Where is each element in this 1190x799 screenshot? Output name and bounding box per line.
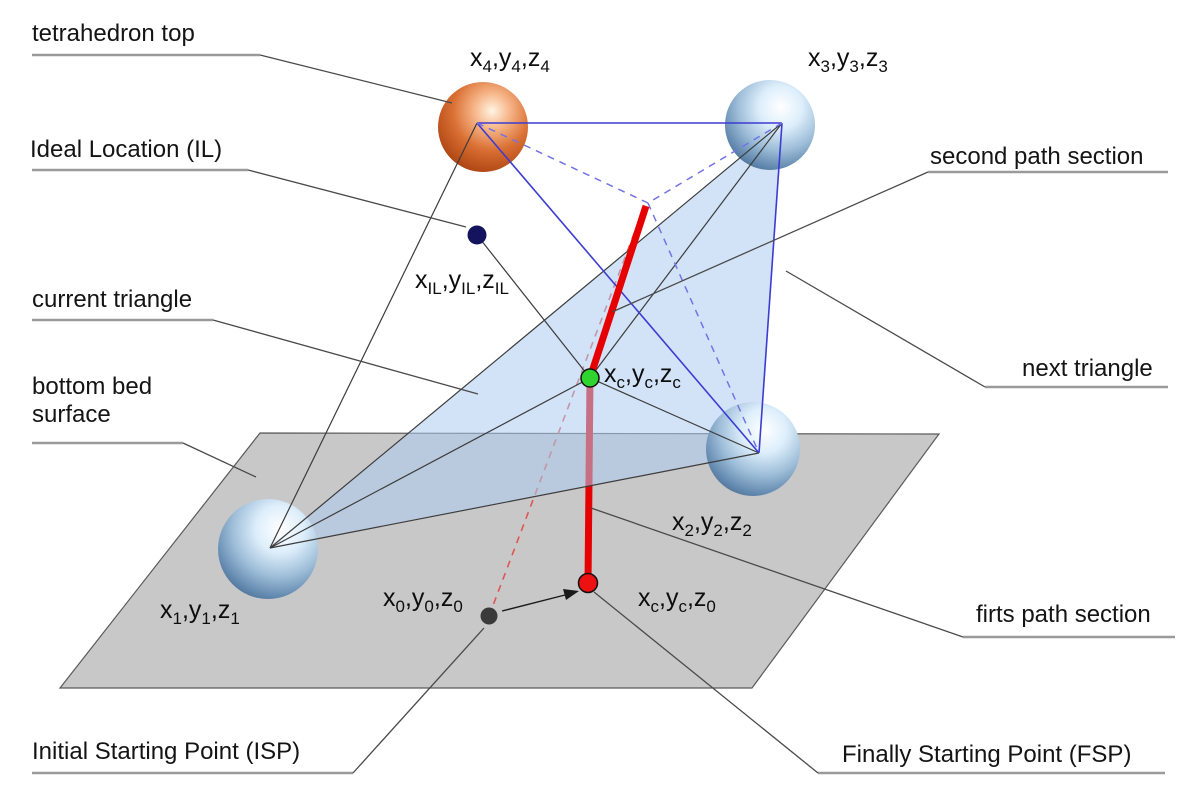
line-il-to-current-point [476, 234, 591, 379]
label-current-triangle: current triangle [32, 286, 193, 313]
leader-tetrahedron-top [259, 54, 453, 104]
leader-isp [352, 627, 485, 774]
coord-label-x2y2z2: x2,y2,z2 [672, 508, 752, 540]
leader-fsp [593, 591, 819, 774]
second-path-section-line [586, 204, 650, 380]
label-first-path-section: firts path section [976, 601, 1151, 628]
leader-next-triangle [785, 270, 986, 388]
coord-label-x0y0z0: x0,y0,z0 [383, 584, 463, 616]
leader-bottom-bed [182, 442, 257, 478]
label-second-path-section: second path section [930, 143, 1144, 170]
edge-v1-v2 [269, 452, 760, 549]
isp-to-fsp-arrow-line [501, 594, 566, 612]
label-bottom-bed-line1: bottom bed [32, 373, 153, 400]
leader-ideal-location [247, 169, 467, 228]
sphere-x2 [706, 402, 800, 496]
median-c-v3 [589, 122, 783, 379]
label-initial-starting-point: Initial Starting Point (ISP) [32, 738, 301, 765]
label-bottom-bed-surface: bottom bed surface [32, 373, 152, 429]
sphere-x3 [725, 80, 815, 170]
isp-point [480, 607, 498, 625]
blue-dashed-edges [476, 122, 783, 454]
fsp-point [577, 572, 599, 594]
sphere-x1 [218, 499, 318, 599]
leader-second-path [611, 171, 929, 313]
coord-label-x1y1z1: x1,y1,z1 [160, 596, 240, 628]
dashed-edge-apex-v2 [647, 202, 760, 454]
coord-label-x4y4z4: x4,y4,z4 [470, 44, 550, 76]
current-point [580, 368, 600, 388]
edge-v1-v3 [269, 122, 783, 549]
edge-v3-v2 [758, 122, 783, 454]
label-ideal-location: Ideal Location (IL) [30, 136, 223, 163]
leader-first-path [590, 507, 964, 638]
median-c-v2 [589, 377, 760, 454]
coord-label-xc-yc-z0: xc,yc,z0 [638, 584, 716, 616]
edge-v4-v1 [269, 122, 478, 549]
coord-label-xc-yc-zc: xc,yc,zc [604, 360, 681, 392]
dark-edges [269, 122, 783, 549]
coord-label-xil-yil-zil: xIL,yIL,zIL [415, 266, 509, 298]
dashed-edge-v3-apex [647, 122, 783, 204]
label-bottom-bed-line2: surface [32, 401, 111, 428]
dashed-edge-v4-apex [476, 122, 649, 204]
label-tetrahedron-top: tetrahedron top [32, 20, 195, 47]
callout-underlines [32, 53, 1175, 775]
coord-label-x3y3z3: x3,y3,z3 [808, 44, 888, 76]
ideal-location-point [467, 225, 487, 245]
label-finally-starting-point: Finally Starting Point (FSP) [842, 741, 1132, 768]
label-next-triangle: next triangle [1022, 355, 1153, 382]
leader-current-triangle [212, 319, 479, 395]
callout-leaders [182, 54, 986, 774]
median-c-v1 [269, 377, 591, 549]
arrow-head [563, 589, 579, 600]
sphere-x4-tetrahedron-top [438, 82, 528, 172]
